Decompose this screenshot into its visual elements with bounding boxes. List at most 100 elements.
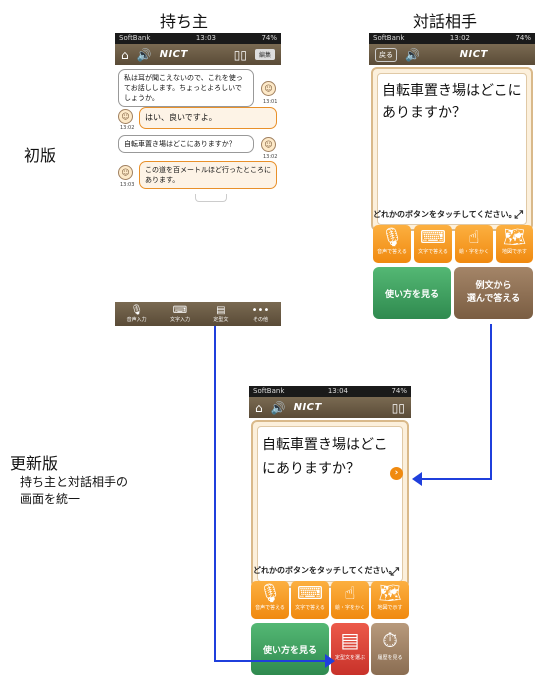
phones-icon[interactable]: ▯▯ bbox=[391, 400, 405, 415]
button-label: 文字で答える bbox=[418, 249, 448, 255]
tab-voice-input[interactable]: 🎙 音声入力 bbox=[127, 305, 147, 323]
draw-button[interactable]: ☝ 絵・字をかく bbox=[331, 581, 369, 619]
arrow-line bbox=[214, 326, 216, 662]
updated-toolbar: ⌂ 🔊 NICT ▯▯ bbox=[249, 397, 411, 418]
voice-answer-button[interactable]: 🎙 音声で答える bbox=[251, 581, 289, 619]
button-label: 絵・字をかく bbox=[334, 605, 365, 611]
home-icon[interactable]: ⌂ bbox=[121, 47, 129, 62]
display-inner: 自転車置き場はどこにありますか？ ⤢ bbox=[377, 73, 527, 225]
expand-icon[interactable]: ⤢ bbox=[390, 565, 399, 578]
status-bar: SoftBank 13:02 74% bbox=[369, 33, 535, 44]
keyboard-icon: ⌨ bbox=[172, 305, 188, 316]
button-label: 地図で示す bbox=[377, 605, 403, 611]
chevron-right-icon[interactable]: › bbox=[390, 467, 403, 480]
message-time: 13:02 bbox=[120, 125, 135, 131]
fixed-phrase-button[interactable]: ▤ 定型文を選ぶ bbox=[331, 623, 369, 675]
draw-button[interactable]: ☝ 絵・字をかく bbox=[455, 225, 493, 263]
speaker-icon[interactable]: 🔊 bbox=[136, 47, 152, 62]
status-time: 13:03 bbox=[195, 34, 217, 42]
back-button[interactable]: 戻る bbox=[375, 47, 397, 62]
face-icon: ☺ bbox=[118, 165, 133, 180]
button-label: 文字で答える bbox=[295, 605, 325, 611]
display-inner: 自転車置き場はどこにありますか？ › ⤢ bbox=[257, 426, 403, 582]
chat-bubble: はい、良いですよ。 bbox=[139, 107, 277, 129]
face-icon: ☺ bbox=[118, 109, 133, 124]
button-label: 定型文を選ぶ bbox=[334, 655, 365, 661]
finger-icon: ☝ bbox=[344, 583, 356, 604]
status-time: 13:04 bbox=[327, 387, 349, 395]
owner-tab-bar: 🎙 音声入力 ⌨ 文字入力 ▤ 定型文 ••• その他 bbox=[115, 302, 281, 326]
partner-screen: SoftBank 13:02 74% 戻る 🔊 NICT 自転車置き場はどこにあ… bbox=[369, 33, 535, 324]
microphone-icon: 🎙 bbox=[130, 305, 144, 316]
message-time: 13:03 bbox=[120, 182, 135, 188]
arrow-head bbox=[412, 472, 422, 486]
prompt-text: どれかのボタンをタッチしてください。 bbox=[373, 210, 517, 219]
voice-answer-button[interactable]: 🎙 音声で答える bbox=[373, 225, 411, 263]
keyboard-icon: ⌨ bbox=[420, 227, 446, 248]
display-text: 自転車置き場はどこにありますか？ bbox=[382, 83, 522, 121]
face-icon: ☺ bbox=[261, 137, 276, 152]
nict-logo: NICT bbox=[293, 402, 322, 413]
chat-bubble: この道を百メートルほど行ったところにあります。 bbox=[139, 161, 277, 189]
tab-label: その他 bbox=[252, 317, 268, 323]
tab-label: 音声入力 bbox=[126, 317, 147, 323]
tab-text-input[interactable]: ⌨ 文字入力 bbox=[170, 305, 190, 323]
how-to-button[interactable]: 使い方を見る bbox=[251, 623, 329, 675]
microphone-icon: 🎙 bbox=[258, 583, 282, 604]
tab-label: 文字入力 bbox=[169, 317, 190, 323]
arrow-line bbox=[214, 660, 326, 662]
display-panel: 自転車置き場はどこにありますか？ › ⤢ bbox=[251, 420, 409, 588]
arrow-head bbox=[325, 654, 335, 668]
prompt-text: どれかのボタンをタッチしてください。 bbox=[253, 566, 397, 575]
button-label: 絵・字をかく bbox=[458, 249, 489, 255]
owner-toolbar: ⌂ 🔊 NICT ▯▯ 編集 bbox=[115, 44, 281, 65]
button-label: 履歴を見る bbox=[377, 655, 403, 661]
tab-fixed-phrase[interactable]: ▤ 定型文 bbox=[213, 305, 228, 323]
phones-icon[interactable]: ▯▯ bbox=[233, 47, 247, 62]
nict-logo: NICT bbox=[459, 49, 488, 60]
microphone-icon: 🎙 bbox=[380, 227, 404, 248]
how-to-button[interactable]: 使い方を見る bbox=[373, 267, 451, 319]
map-icon: 🗺 bbox=[378, 583, 402, 604]
document-icon: ▤ bbox=[216, 305, 226, 316]
edit-button[interactable]: 編集 bbox=[254, 49, 275, 60]
chat-bubble: 自転車置き場はどこにありますか？ bbox=[118, 135, 254, 153]
keyboard-icon: ⌨ bbox=[297, 583, 323, 604]
chat-bubble: 私は耳が聞こえないので、これを使ってお話しします。ちょっとよろしいでしょうか。 bbox=[118, 69, 254, 107]
map-button[interactable]: 🗺 地図で示す bbox=[496, 225, 533, 263]
home-icon[interactable]: ⌂ bbox=[255, 400, 263, 415]
display-panel: 自転車置き場はどこにありますか？ ⤢ bbox=[371, 67, 533, 231]
partner-toolbar: 戻る 🔊 NICT bbox=[369, 44, 535, 65]
battery-label: 74% bbox=[391, 387, 407, 395]
battery-label: 74% bbox=[515, 34, 531, 42]
map-button[interactable]: 🗺 地図で示す bbox=[371, 581, 409, 619]
text-answer-button[interactable]: ⌨ 文字で答える bbox=[414, 225, 452, 263]
heading-partner: 対話相手 bbox=[413, 12, 478, 31]
tab-more[interactable]: ••• その他 bbox=[252, 305, 270, 323]
heading-first-version: 初版 bbox=[24, 146, 57, 165]
example-answer-button[interactable]: 例文から 選んで答える bbox=[454, 267, 533, 319]
speaker-icon[interactable]: 🔊 bbox=[270, 400, 286, 415]
message-time: 13:02 bbox=[263, 154, 278, 160]
button-label: 音声で答える bbox=[255, 605, 285, 611]
carrier-label: SoftBank bbox=[253, 387, 285, 395]
expand-icon[interactable]: ⤢ bbox=[514, 208, 523, 221]
device-home-button bbox=[195, 194, 227, 202]
history-icon: ⏱ bbox=[382, 628, 398, 652]
document-icon: ▤ bbox=[340, 628, 360, 652]
message-time: 13:01 bbox=[263, 99, 278, 105]
status-bar: SoftBank 13:04 74% bbox=[249, 386, 411, 397]
heading-owner: 持ち主 bbox=[160, 12, 209, 31]
map-icon: 🗺 bbox=[503, 227, 526, 248]
text-answer-button[interactable]: ⌨ 文字で答える bbox=[291, 581, 329, 619]
carrier-label: SoftBank bbox=[119, 34, 151, 42]
battery-label: 74% bbox=[261, 34, 277, 42]
button-label: 地図で示す bbox=[501, 249, 527, 255]
button-label: 音声で答える bbox=[377, 249, 407, 255]
status-bar: SoftBank 13:03 74% bbox=[115, 33, 281, 44]
carrier-label: SoftBank bbox=[373, 34, 405, 42]
face-icon: ☺ bbox=[261, 81, 276, 96]
history-button[interactable]: ⏱ 履歴を見る bbox=[371, 623, 409, 675]
heading-updated-version: 更新版 bbox=[10, 454, 59, 473]
speaker-icon[interactable]: 🔊 bbox=[405, 47, 420, 62]
